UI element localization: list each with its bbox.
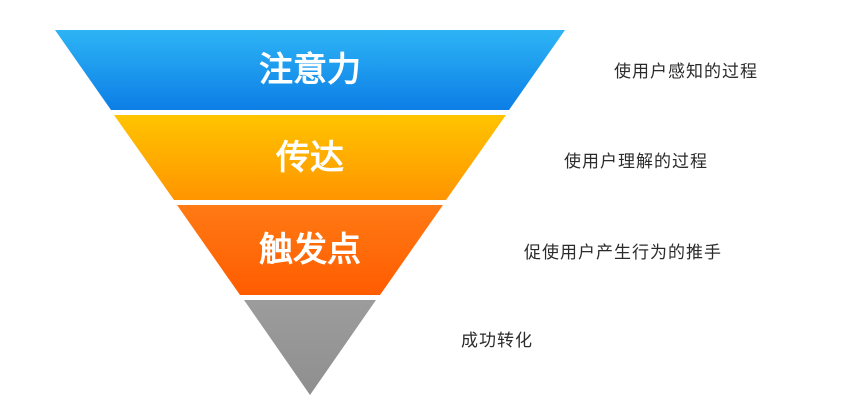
funnel-layer-convey bbox=[114, 115, 506, 200]
funnel-layer-trigger bbox=[177, 205, 443, 295]
funnel-layer-conversion-tip bbox=[244, 300, 376, 395]
annotation-attention: 使用户感知的过程 bbox=[614, 62, 758, 81]
annotation-trigger: 促使用户产生行为的推手 bbox=[524, 243, 722, 262]
funnel-layer-attention bbox=[55, 30, 565, 110]
funnel-label-trigger: 触发点 bbox=[259, 231, 361, 269]
annotation-conversion: 成功转化 bbox=[461, 331, 533, 350]
funnel-label-attention: 注意力 bbox=[259, 51, 361, 89]
funnel-label-convey: 传达 bbox=[275, 139, 344, 177]
annotation-convey: 使用户理解的过程 bbox=[564, 152, 708, 171]
